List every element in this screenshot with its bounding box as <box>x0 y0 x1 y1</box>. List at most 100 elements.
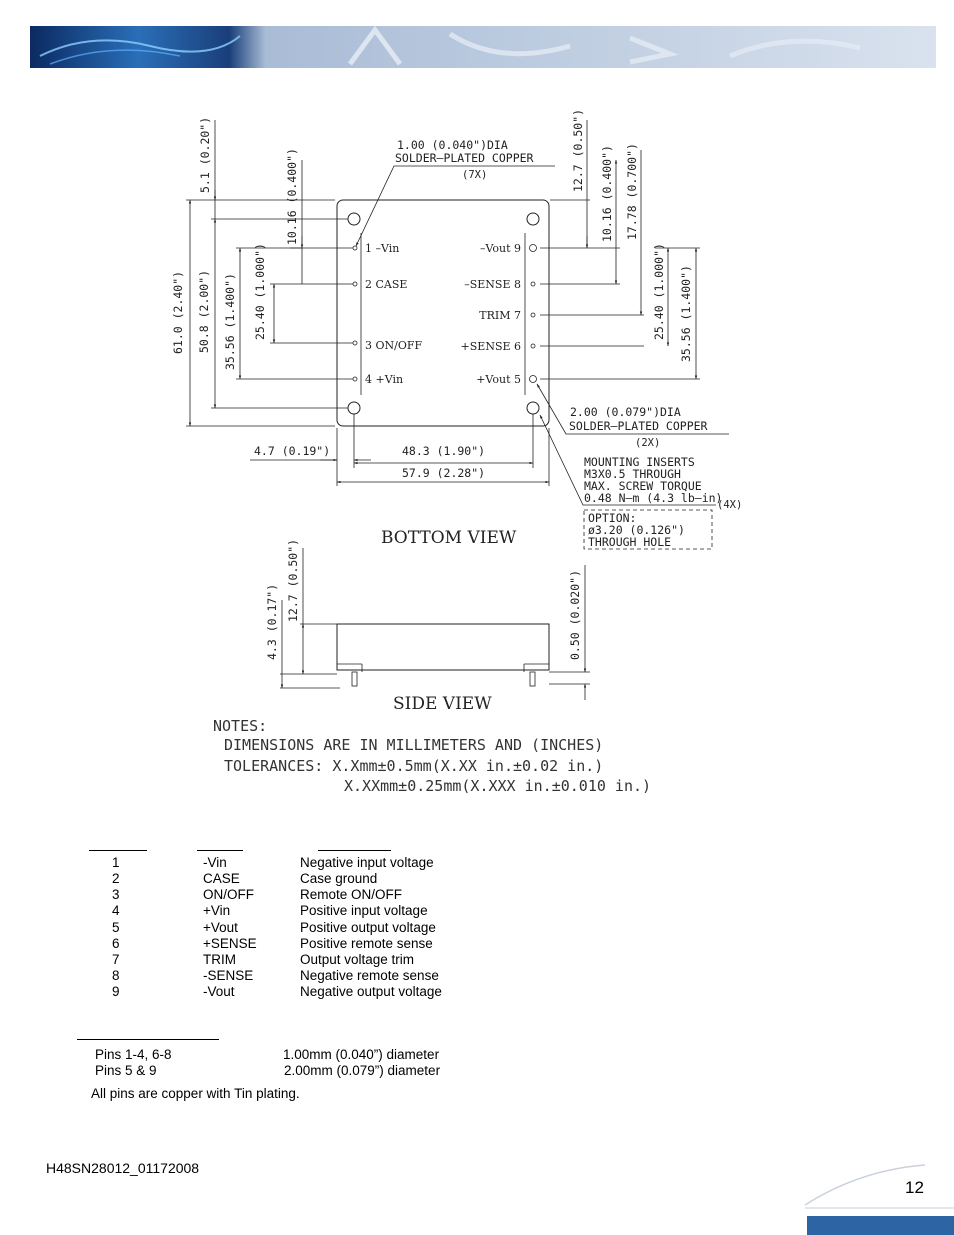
banner-graphic <box>30 26 936 68</box>
dim-10-16-right: 10.16 (0.400") <box>600 145 614 242</box>
dim-25-40-left: 25.40 (1.000") <box>253 243 267 340</box>
pin-function: Case ground <box>300 871 378 886</box>
pin-name: +SENSE <box>203 936 257 951</box>
mounting-insert-top-right <box>526 212 540 226</box>
callout-small-pin-finish: SOLDER–PLATED COPPER <box>395 151 534 165</box>
pin-material-note: All pins are copper with Tin plating. <box>91 1086 300 1101</box>
pin-4 <box>352 376 358 382</box>
callout-mount-leader <box>539 414 716 506</box>
side-view <box>280 623 590 689</box>
notes-heading: NOTES: <box>213 717 267 735</box>
pin-number: 6 <box>112 936 120 951</box>
dim-57-9: 57.9 (2.28") <box>402 466 485 480</box>
option-box <box>583 509 713 550</box>
pin-2 <box>352 281 358 287</box>
table-header-rule-function <box>318 850 391 851</box>
table-row: 2 CASE Case ground <box>0 871 600 887</box>
pin-spec-diameter-1: 1.00mm (0.040”) diameter <box>283 1047 440 1062</box>
pin-name: -Vin <box>203 855 227 870</box>
pin-8 <box>530 281 536 287</box>
table-header-rule-name <box>197 850 243 851</box>
callout-large-pin-finish: SOLDER–PLATED COPPER <box>569 419 708 433</box>
dim-4-7: 4.7 (0.19") <box>254 444 330 458</box>
pin-name: -SENSE <box>203 968 254 983</box>
right-extension-lines <box>540 199 700 380</box>
pin-spec-diameter-2: 2.00mm (0.079”) diameter <box>284 1063 441 1078</box>
footer-swoosh <box>804 1164 954 1235</box>
dim-12-7-right: 12.7 (0.50") <box>571 109 585 192</box>
bottom-view-label: BOTTOM VIEW <box>381 528 517 548</box>
pin-function: Positive remote sense <box>300 936 433 951</box>
dim-12-7-side: 12.7 (0.50") <box>286 539 300 622</box>
pin-function: Negative remote sense <box>300 968 439 983</box>
pin-number: 2 <box>112 871 120 886</box>
table-row: 9 -Vout Negative output voltage <box>0 984 600 1000</box>
pin-name: CASE <box>203 871 240 886</box>
pin-label-4: 4 +Vin <box>365 373 403 386</box>
callout-large-pin: 2.00 (0.079")DIA <box>570 405 681 419</box>
callout-small-pin: 1.00 (0.040")DIA <box>397 138 508 152</box>
dim-35-56-right: 35.56 (1.400") <box>679 265 693 362</box>
dim-48-3: 48.3 (1.90") <box>402 444 485 458</box>
option-1: OPTION: <box>588 511 636 525</box>
pin-spec-header-rule <box>77 1039 219 1040</box>
dim-4-3: 4.3 (0.17") <box>265 584 279 660</box>
right-dimension-lines <box>585 120 698 380</box>
pin-label-3: 3 ON/OFF <box>365 339 422 352</box>
table-row: 4 +Vin Positive input voltage <box>0 903 600 919</box>
callout-small-pin-qty: (7X) <box>462 169 487 181</box>
pin-number: 7 <box>112 952 120 967</box>
callout-mount-4: 0.48 N–m (4.3 lb–in) <box>584 491 722 505</box>
callout-large-pin-leader <box>536 383 729 435</box>
mounting-insert-top-left <box>347 212 361 226</box>
pin-6 <box>530 343 536 349</box>
footer-bar <box>807 1216 954 1235</box>
dim-61-0: 61.0 (2.40") <box>171 271 185 354</box>
table-row: 8 -SENSE Negative remote sense <box>0 968 600 984</box>
pin-number: 5 <box>112 920 120 935</box>
pin-label-9: –Vout 9 <box>480 242 521 255</box>
mounting-insert-bottom-right <box>526 401 540 415</box>
notes-line-1: DIMENSIONS ARE IN MILLIMETERS AND (INCHE… <box>224 736 603 754</box>
pin-name: +Vin <box>203 903 231 918</box>
pin-number: 4 <box>112 903 120 918</box>
pin-function: Remote ON/OFF <box>300 887 403 902</box>
pin-9 <box>529 244 537 252</box>
table-header-rule-pin <box>89 850 147 851</box>
dim-17-78: 17.78 (0.700") <box>625 143 639 240</box>
table-row: 3 ON/OFF Remote ON/OFF <box>0 887 600 903</box>
notes-line-3: X.XXmm±0.25mm(X.XXX in.±0.010 in.) <box>344 777 651 795</box>
callout-mount-3: MAX. SCREW TORQUE <box>584 479 702 493</box>
table-row: 7 TRIM Output voltage trim <box>0 952 600 968</box>
option-3: THROUGH HOLE <box>588 535 671 549</box>
dim-0-50: 0.50 (0.020") <box>568 570 582 660</box>
pin-name: +Vout <box>203 920 238 935</box>
module-outline <box>336 199 550 427</box>
pin-function: Negative input voltage <box>300 855 434 870</box>
pin-name: -Vout <box>203 984 235 999</box>
dim-10-16-left: 10.16 (0.400") <box>285 148 299 245</box>
page-number: 12 <box>905 1178 924 1197</box>
pin-number: 9 <box>112 984 120 999</box>
pin-name: TRIM <box>203 952 236 967</box>
pin-function: Negative output voltage <box>300 984 442 999</box>
option-2: ø3.20 (0.126") <box>588 523 685 537</box>
pin-label-7: TRIM 7 <box>479 309 521 322</box>
pin-5 <box>529 375 537 383</box>
mechanical-drawing: .ln { stroke:#222; stroke-width:1; fill:… <box>171 109 742 795</box>
pin-label-1: 1 –Vin <box>365 242 399 255</box>
pin-label-2: 2 CASE <box>365 278 407 291</box>
side-view-label: SIDE VIEW <box>393 694 492 714</box>
table-row: 6 +SENSE Positive remote sense <box>0 936 600 952</box>
pin-function: Positive output voltage <box>300 920 436 935</box>
pin-number: 1 <box>112 855 120 870</box>
pin-label-5: +Vout 5 <box>476 373 521 386</box>
document-id: H48SN28012_01172008 <box>46 1160 200 1176</box>
mounting-insert-bottom-left <box>347 401 361 415</box>
pin-spec-pins-2: Pins 5 & 9 <box>95 1063 157 1078</box>
dim-35-56-left: 35.56 (1.400") <box>223 273 237 370</box>
notes-line-2: TOLERANCES: X.Xmm±0.5mm(X.XX in.±0.02 in… <box>224 757 603 775</box>
dim-5-1: 5.1 (0.20") <box>198 117 212 193</box>
pin-label-8: –SENSE 8 <box>464 278 521 291</box>
pin-7 <box>530 312 536 318</box>
